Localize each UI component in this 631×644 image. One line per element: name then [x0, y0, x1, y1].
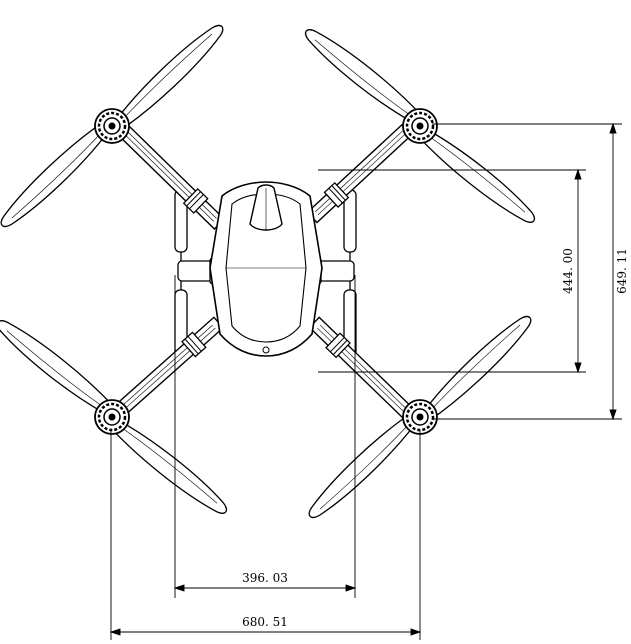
arm-bottom-right — [308, 316, 418, 424]
arm-bottom-left — [111, 316, 225, 420]
dimension-label-rotor-span-width: 680. 51 — [242, 615, 288, 629]
dimension-landing-gear-width — [173, 275, 357, 598]
dimension-label-landing-gear-width: 396. 03 — [242, 571, 288, 585]
drone-body — [209, 181, 323, 357]
arm-top-right — [306, 118, 418, 224]
motor-hub-top-left — [93, 107, 131, 145]
dimension-rotor-span-width — [109, 430, 422, 640]
motor-hub-bottom-left — [93, 398, 131, 436]
dimension-inner-height — [318, 168, 586, 374]
motor-hub-bottom-right — [401, 398, 439, 436]
dimension-label-outer-height: 649. 11 — [615, 248, 629, 294]
dimension-label-inner-height: 444. 00 — [561, 248, 575, 294]
dimension-outer-height — [432, 122, 622, 421]
arm-top-left — [116, 123, 226, 230]
arms — [111, 118, 418, 424]
motor-hub-top-right — [401, 107, 439, 145]
